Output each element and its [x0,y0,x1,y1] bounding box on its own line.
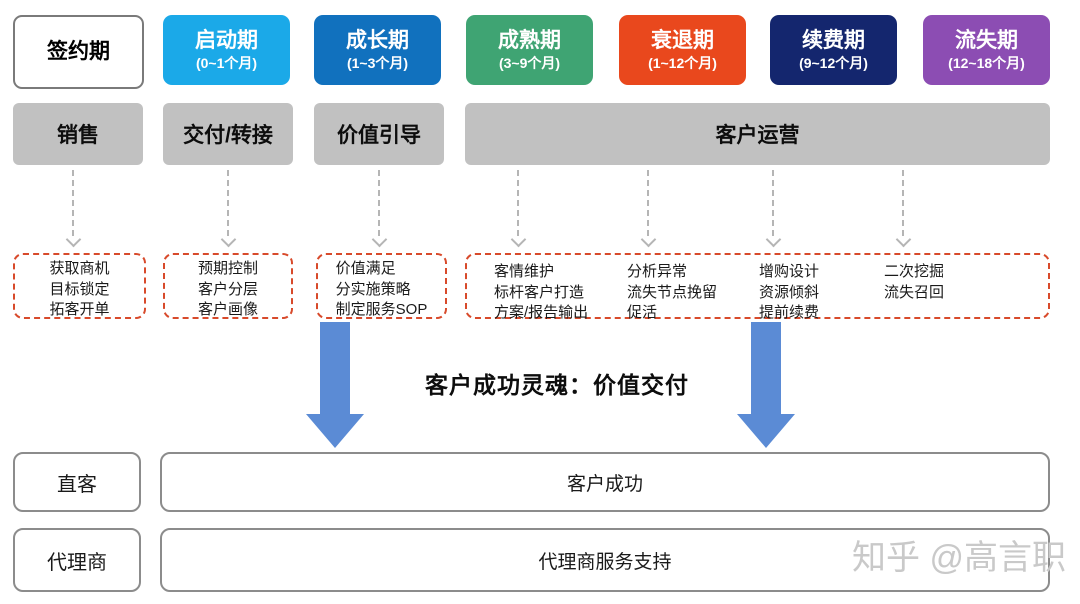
task-line: 流失节点挽留 [627,283,718,301]
dashed-down-arrow [647,170,649,236]
task-line: 客情维护 [494,263,555,280]
task-line: 获取商机 [49,260,110,277]
slogan-text: 客户成功灵魂：价值交付 [425,372,689,398]
arrow-head [737,414,795,448]
channel-label-direct: 直客 [13,452,141,512]
channel-box-agent-support: 代理商服务支持 [160,528,1050,592]
task-line: 流失召回 [884,283,945,301]
phase-growth: 成长期 (1~3个月) [314,15,441,85]
task-line: 分析异常 [627,263,688,280]
task-line: 提前续费 [759,304,820,321]
phase-churn: 流失期 (12~18个月) [923,15,1050,85]
arrow-shaft [320,322,350,414]
channel-box-customer-success: 客户成功 [160,452,1050,512]
stage-customer-operation: 客户运营 [465,103,1050,165]
phase-months: (12~18个月) [948,55,1025,72]
task-box-customer-operation: 客情维护 标杆客户打造 方案/报告输出 分析异常 流失节点挽留 促活 增购设计 … [465,253,1050,321]
dashed-down-arrow [72,170,74,236]
operation-column-churn: 二次挖掘 流失召回 [884,262,944,303]
task-line: 二次挖掘 [884,263,945,280]
task-line: 资源倾斜 [759,283,820,301]
dashed-down-arrow [772,170,774,236]
channel-label-agent: 代理商 [13,528,141,592]
phase-label: 成熟期 [498,28,561,52]
task-line: 客户分层 [197,280,258,298]
phase-months: (9~12个月) [799,55,868,72]
blue-down-arrow [306,322,364,448]
phase-label: 流失期 [955,28,1018,52]
dashed-down-arrow [378,170,380,236]
arrow-shaft [751,322,781,414]
phase-renewal: 续费期 (9~12个月) [770,15,897,85]
phase-label: 续费期 [802,28,865,52]
task-line: 增购设计 [759,263,820,280]
task-line: 客户画像 [197,301,258,318]
dashed-down-arrow [517,170,519,236]
blue-down-arrow [737,322,795,448]
task-line: 分实施策略 [335,280,411,298]
phase-months: (1~12个月) [648,55,717,72]
phase-launch: 启动期 (0~1个月) [163,15,290,85]
phase-label: 启动期 [195,28,258,52]
task-line: 价值满足 [335,260,396,277]
dashed-down-arrow [227,170,229,236]
task-box-sales: 获取商机 目标锁定 拓客开单 [13,253,146,319]
stage-handover: 交付/转接 [163,103,293,165]
phase-label: 签约期 [47,39,110,63]
task-line: 制定服务SOP [335,301,428,318]
task-line: 目标锁定 [49,280,110,298]
phase-maturity: 成熟期 (3~9个月) [466,15,593,85]
phase-signing: 签约期 [13,15,144,89]
task-line: 拓客开单 [49,301,110,318]
operation-column-renewal: 增购设计 资源倾斜 提前续费 [759,262,819,324]
stage-sales: 销售 [13,103,143,165]
task-line: 方案/报告输出 [494,304,589,321]
task-line: 预期控制 [197,260,258,277]
task-line: 标杆客户打造 [494,283,585,301]
phase-months: (1~3个月) [346,55,409,72]
phase-months: (3~9个月) [498,55,561,72]
watermark-text: 知乎 @高言职 [852,539,1066,577]
stage-value-guidance: 价值引导 [314,103,444,165]
operation-column-maturity: 客情维护 标杆客户打造 方案/报告输出 [494,262,588,324]
dashed-down-arrow [902,170,904,236]
phase-months: (0~1个月) [195,55,258,72]
task-line: 促活 [627,304,658,321]
task-box-handover: 预期控制 客户分层 客户画像 [163,253,293,319]
operation-column-decline: 分析异常 流失节点挽留 促活 [627,262,717,324]
task-box-value-guidance: 价值满足 分实施策略 制定服务SOP [316,253,447,319]
phase-decline: 衰退期 (1~12个月) [619,15,746,85]
phase-label: 衰退期 [651,28,714,52]
arrow-head [306,414,364,448]
phase-label: 成长期 [346,28,409,52]
